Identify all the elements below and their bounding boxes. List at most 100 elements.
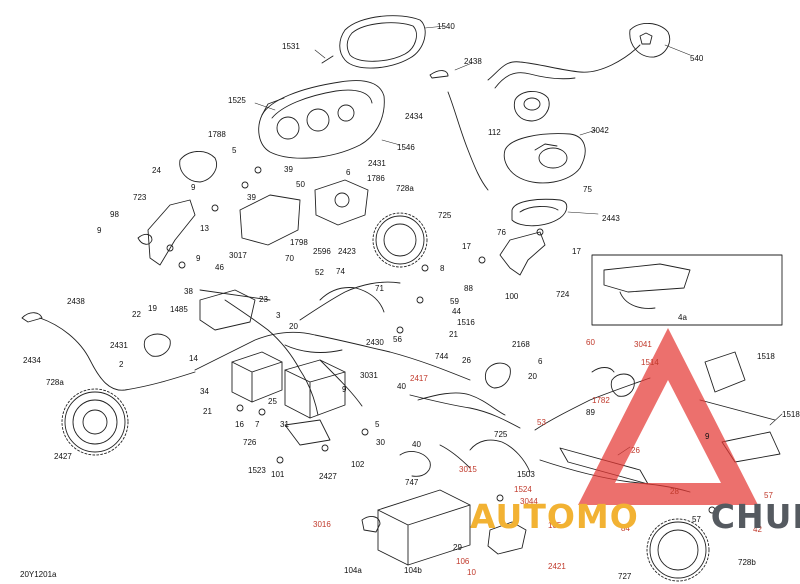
callout-label: 2596 xyxy=(313,247,331,256)
callout-label: 727 xyxy=(618,572,632,581)
callout-label: 19 xyxy=(148,304,157,313)
module-3031-part xyxy=(284,359,346,419)
tone-ring-upper-part xyxy=(372,212,428,268)
sensor-2168-part xyxy=(484,362,511,389)
callout-label: 13 xyxy=(200,224,209,233)
sensor-wire-part xyxy=(447,91,489,191)
callout-label: 1523 xyxy=(248,466,266,475)
watermark-text-b: CHUB xyxy=(710,497,800,536)
callout-label: 101 xyxy=(271,470,285,479)
callout-label: 6 xyxy=(346,168,351,177)
throttle-harness-part xyxy=(487,44,641,81)
callout-label: 1546 xyxy=(397,143,415,152)
bracket-723-part xyxy=(147,199,196,266)
callout-label: 38 xyxy=(184,287,193,296)
bracket-2443-part xyxy=(511,198,568,227)
cluster-shroud-part xyxy=(339,15,426,69)
tone-ring-left-part xyxy=(61,388,129,456)
cover-1518-part xyxy=(704,351,746,393)
relay-2421-part xyxy=(487,521,527,555)
callout-label: 2168 xyxy=(512,340,530,349)
bracket-38-part xyxy=(199,289,256,331)
bracket-726-part xyxy=(284,419,331,446)
tone-ring-bottom-part xyxy=(646,518,710,582)
callout-label: 9 xyxy=(191,183,196,192)
callout-label: 22 xyxy=(132,310,141,319)
callout-label: 56 xyxy=(393,335,402,344)
sensor-harness-left-part xyxy=(39,317,196,391)
screw-part xyxy=(321,55,334,64)
watermark-text-a: AUTOMO xyxy=(470,497,639,536)
callout-label: 89 xyxy=(586,408,595,417)
callout-label: 2431 xyxy=(110,341,128,350)
leader-lines xyxy=(254,25,783,456)
callout-label: 26 xyxy=(462,356,471,365)
callout-label: 57 xyxy=(692,515,701,524)
callout-label: 59 xyxy=(450,297,459,306)
callout-label: 1540 xyxy=(437,22,455,31)
callout-label: 2421 xyxy=(548,562,566,571)
callout-label: 2443 xyxy=(602,214,620,223)
callout-label: 24 xyxy=(152,166,161,175)
callout-label: 42 xyxy=(753,525,762,534)
callout-label: 728b xyxy=(738,558,756,567)
module-1798-part xyxy=(239,194,301,246)
main-harness-part xyxy=(194,281,521,429)
callout-label: 9 xyxy=(705,432,710,441)
callout-label: 39 xyxy=(247,193,256,202)
callout-label: 105 xyxy=(548,521,562,530)
callout-label: 8 xyxy=(440,264,445,273)
bracket-1788-part xyxy=(179,151,217,183)
callout-label: 9 xyxy=(342,385,347,394)
callout-label: 1516 xyxy=(457,318,475,327)
callout-label: 50 xyxy=(296,180,305,189)
callout-label: 5 xyxy=(232,146,237,155)
callout-label: 100 xyxy=(505,292,519,301)
callout-label: 98 xyxy=(110,210,119,219)
callout-label: 725 xyxy=(494,430,508,439)
callout-label: 744 xyxy=(435,352,449,361)
watermark-triangle xyxy=(578,328,758,505)
callout-label: 724 xyxy=(556,290,570,299)
callout-label: 104a xyxy=(344,566,362,575)
callout-label: 53 xyxy=(537,418,546,427)
callout-label: 747 xyxy=(405,478,419,487)
callout-label: 9 xyxy=(97,226,102,235)
callout-label: 88 xyxy=(464,284,473,293)
callout-label: 20 xyxy=(289,322,298,331)
callout-label: 29 xyxy=(453,543,462,552)
callout-label: 728a xyxy=(396,184,414,193)
callout-label: 2434 xyxy=(23,356,41,365)
callout-label: 10 xyxy=(467,568,476,577)
callout-label: 2438 xyxy=(67,297,85,306)
callout-label: 2423 xyxy=(338,247,356,256)
callout-label: 1503 xyxy=(517,470,535,479)
callout-label: 3015 xyxy=(459,465,477,474)
callout-label: 17 xyxy=(462,242,471,251)
callout-label: 1782 xyxy=(592,396,610,405)
callout-label: 3044 xyxy=(520,497,538,506)
callout-label: 25 xyxy=(268,397,277,406)
sensor-1485-part xyxy=(143,333,171,357)
relay-2423-part xyxy=(314,179,369,226)
callout-label: 4a xyxy=(678,313,687,322)
callout-label: 28 xyxy=(670,487,679,496)
callout-label: 726 xyxy=(243,438,257,447)
callout-label: 2438 xyxy=(464,57,482,66)
callout-label: 6 xyxy=(538,357,543,366)
callout-label: 2434 xyxy=(405,112,423,121)
callout-label: 74 xyxy=(336,267,345,276)
console-3042-part xyxy=(503,133,586,184)
callout-label: 34 xyxy=(200,387,209,396)
watermark-text: AUTOMO CHUB xyxy=(470,497,800,536)
callout-label: 102 xyxy=(351,460,365,469)
callout-label: 2 xyxy=(119,360,124,369)
callout-label: 23 xyxy=(259,295,268,304)
inset-4a-frame xyxy=(591,254,783,326)
callout-label: 2427 xyxy=(54,452,72,461)
part-3044 xyxy=(361,516,381,533)
callout-label: 70 xyxy=(285,254,294,263)
callout-label: 16 xyxy=(235,420,244,429)
